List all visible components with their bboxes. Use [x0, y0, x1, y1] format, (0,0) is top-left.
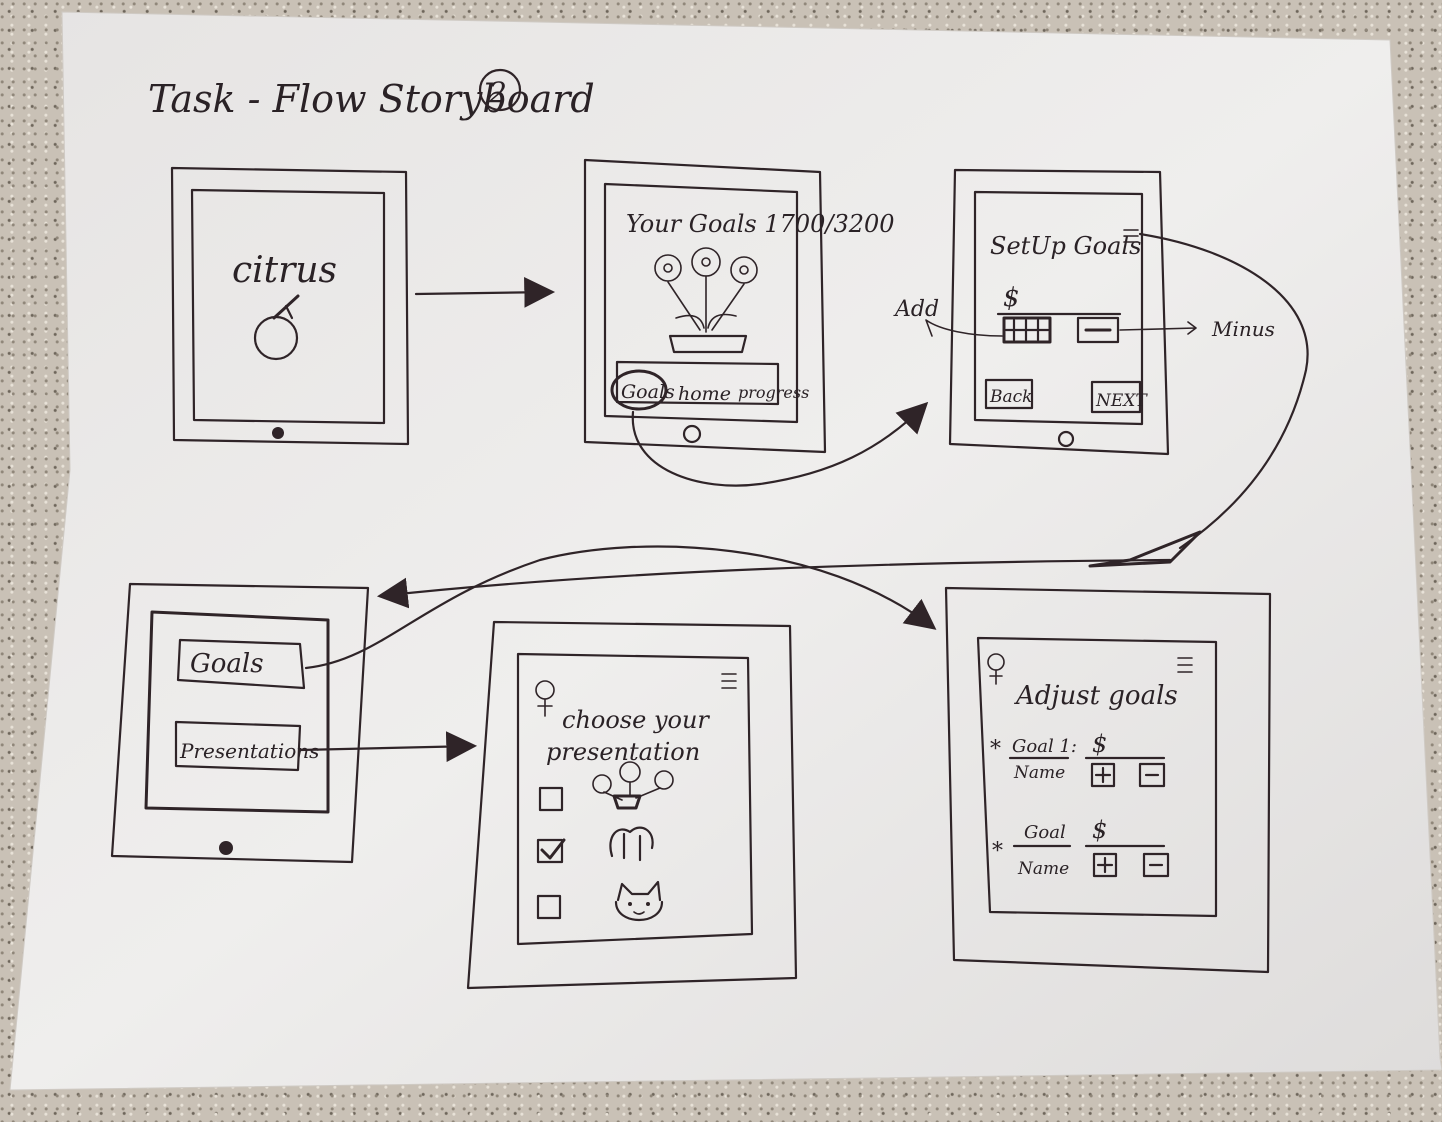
tablet-screen [190, 188, 386, 425]
flow-arrowhead-cluster [1088, 530, 1202, 568]
goal2-bullet: * [992, 839, 1003, 864]
elephant-icon [609, 826, 654, 862]
presentation-heading-2: presentation [546, 738, 700, 766]
flower-logo-icon [987, 653, 1005, 685]
tablet-screen [603, 182, 799, 424]
tablet-frame [948, 168, 1170, 456]
goal1-minus-button[interactable] [1138, 762, 1166, 788]
bottom-nav-bar[interactable] [615, 360, 780, 406]
goal2-currency: $ [1092, 816, 1107, 844]
option-cat[interactable] [536, 880, 664, 922]
screen-menu: Goals Presentations [110, 582, 370, 864]
goal1-add-button[interactable] [1090, 762, 1116, 788]
goal2-minus-button[interactable] [1142, 852, 1170, 878]
add-button[interactable] [1002, 316, 1052, 344]
option-animal[interactable] [536, 826, 654, 864]
app-name: citrus [232, 250, 337, 291]
minus-annotation: Minus [1211, 317, 1275, 341]
flow-curve-setup-down [1138, 232, 1309, 550]
goal1-currency: $ [1092, 730, 1107, 758]
screen-splash: citrus [170, 166, 410, 446]
flower-pot-icon [592, 761, 674, 810]
menu-goals-button[interactable]: Goals [176, 638, 306, 690]
goal1-label: Goal 1: [1012, 736, 1077, 757]
goal1-name: Name [1013, 763, 1065, 783]
minus-annotation-pointer [1119, 321, 1197, 335]
storyboard-title: Task - Flow Storyboard 2 [148, 68, 595, 121]
tablet-screen [976, 636, 1218, 918]
nav-home[interactable]: home [678, 383, 731, 405]
menu-icon[interactable] [1177, 657, 1193, 673]
checkmark-icon [540, 838, 566, 860]
tablet-frame [170, 166, 410, 446]
menu-presentations-label: Presentations [179, 739, 319, 763]
home-button-icon [272, 427, 284, 439]
tablet-frame [583, 158, 827, 454]
tablet-screen [973, 190, 1144, 426]
goal2-label: Goal [1024, 822, 1066, 843]
goal2-name: Name [1017, 859, 1069, 879]
flow-arrow-home-to-setup [631, 401, 929, 487]
checkbox-cat[interactable] [536, 894, 562, 920]
tablet-screen [516, 652, 754, 946]
cat-icon [614, 880, 664, 922]
home-button-icon [1057, 430, 1075, 448]
flow-arrow-menu-to-presentation [298, 731, 478, 763]
back-label: Back [989, 387, 1032, 407]
minus-button[interactable] [1076, 316, 1120, 344]
flow-arrow-splash-to-home [414, 277, 556, 308]
currency-symbol: $ [1003, 283, 1020, 313]
screen-setup: SetUp Goals $ Back NEXT [948, 168, 1170, 456]
title-text: Task - Flow Storyboard [148, 77, 595, 121]
checkbox-flowers[interactable] [538, 786, 564, 812]
nav-goals[interactable]: Goals [621, 381, 675, 403]
screen-adjust-goals: Adjust goals * Goal 1: Name $ * Goal Nam… [944, 586, 1272, 974]
nav-goals-highlight [610, 369, 668, 411]
menu-goals-label: Goals [190, 649, 264, 679]
flower-logo-icon [535, 680, 555, 717]
back-button[interactable]: Back [984, 378, 1034, 410]
add-annotation-pointer [925, 319, 1003, 337]
home-button-icon [682, 424, 702, 444]
menu-icon[interactable] [721, 673, 737, 689]
menu-presentations-button[interactable]: Presentations [174, 720, 319, 772]
goal2-add-button[interactable] [1092, 852, 1118, 878]
next-button[interactable]: NEXT [1090, 380, 1148, 414]
flow-arrow-setup-to-menu [376, 558, 1172, 609]
screen-presentation: choose your presentation [466, 620, 798, 990]
next-label: NEXT [1095, 391, 1148, 411]
tablet-frame [466, 620, 798, 990]
nav-progress[interactable]: progress [738, 383, 809, 402]
tablet-frame [944, 586, 1272, 974]
goal-row-2: * Goal Name $ [992, 816, 1170, 879]
option-flowers[interactable] [538, 761, 674, 812]
citrus-logo-icon [253, 294, 300, 361]
flow-arrow-menu-to-adjust [304, 545, 937, 670]
goal-row-1: * Goal 1: Name $ [990, 730, 1166, 788]
goal1-bullet: * [990, 737, 1001, 762]
checkbox-animal-checked[interactable] [536, 838, 564, 864]
add-annotation: Add [893, 297, 939, 322]
flower-pot-icon [654, 247, 758, 354]
title-number-circle [478, 68, 522, 112]
screen-home: Your Goals 1700/3200 Goals home progress [583, 158, 895, 454]
title-number: 2 [488, 76, 507, 109]
presentation-heading-1: choose your [562, 706, 710, 734]
tablet-frame [110, 582, 370, 864]
goals-heading: Your Goals 1700/3200 [626, 210, 895, 238]
setup-heading: SetUp Goals [990, 232, 1141, 260]
adjust-heading: Adjust goals [1014, 681, 1178, 711]
tablet-screen [144, 610, 330, 814]
menu-icon[interactable] [1123, 229, 1139, 243]
home-button-icon [219, 841, 233, 855]
